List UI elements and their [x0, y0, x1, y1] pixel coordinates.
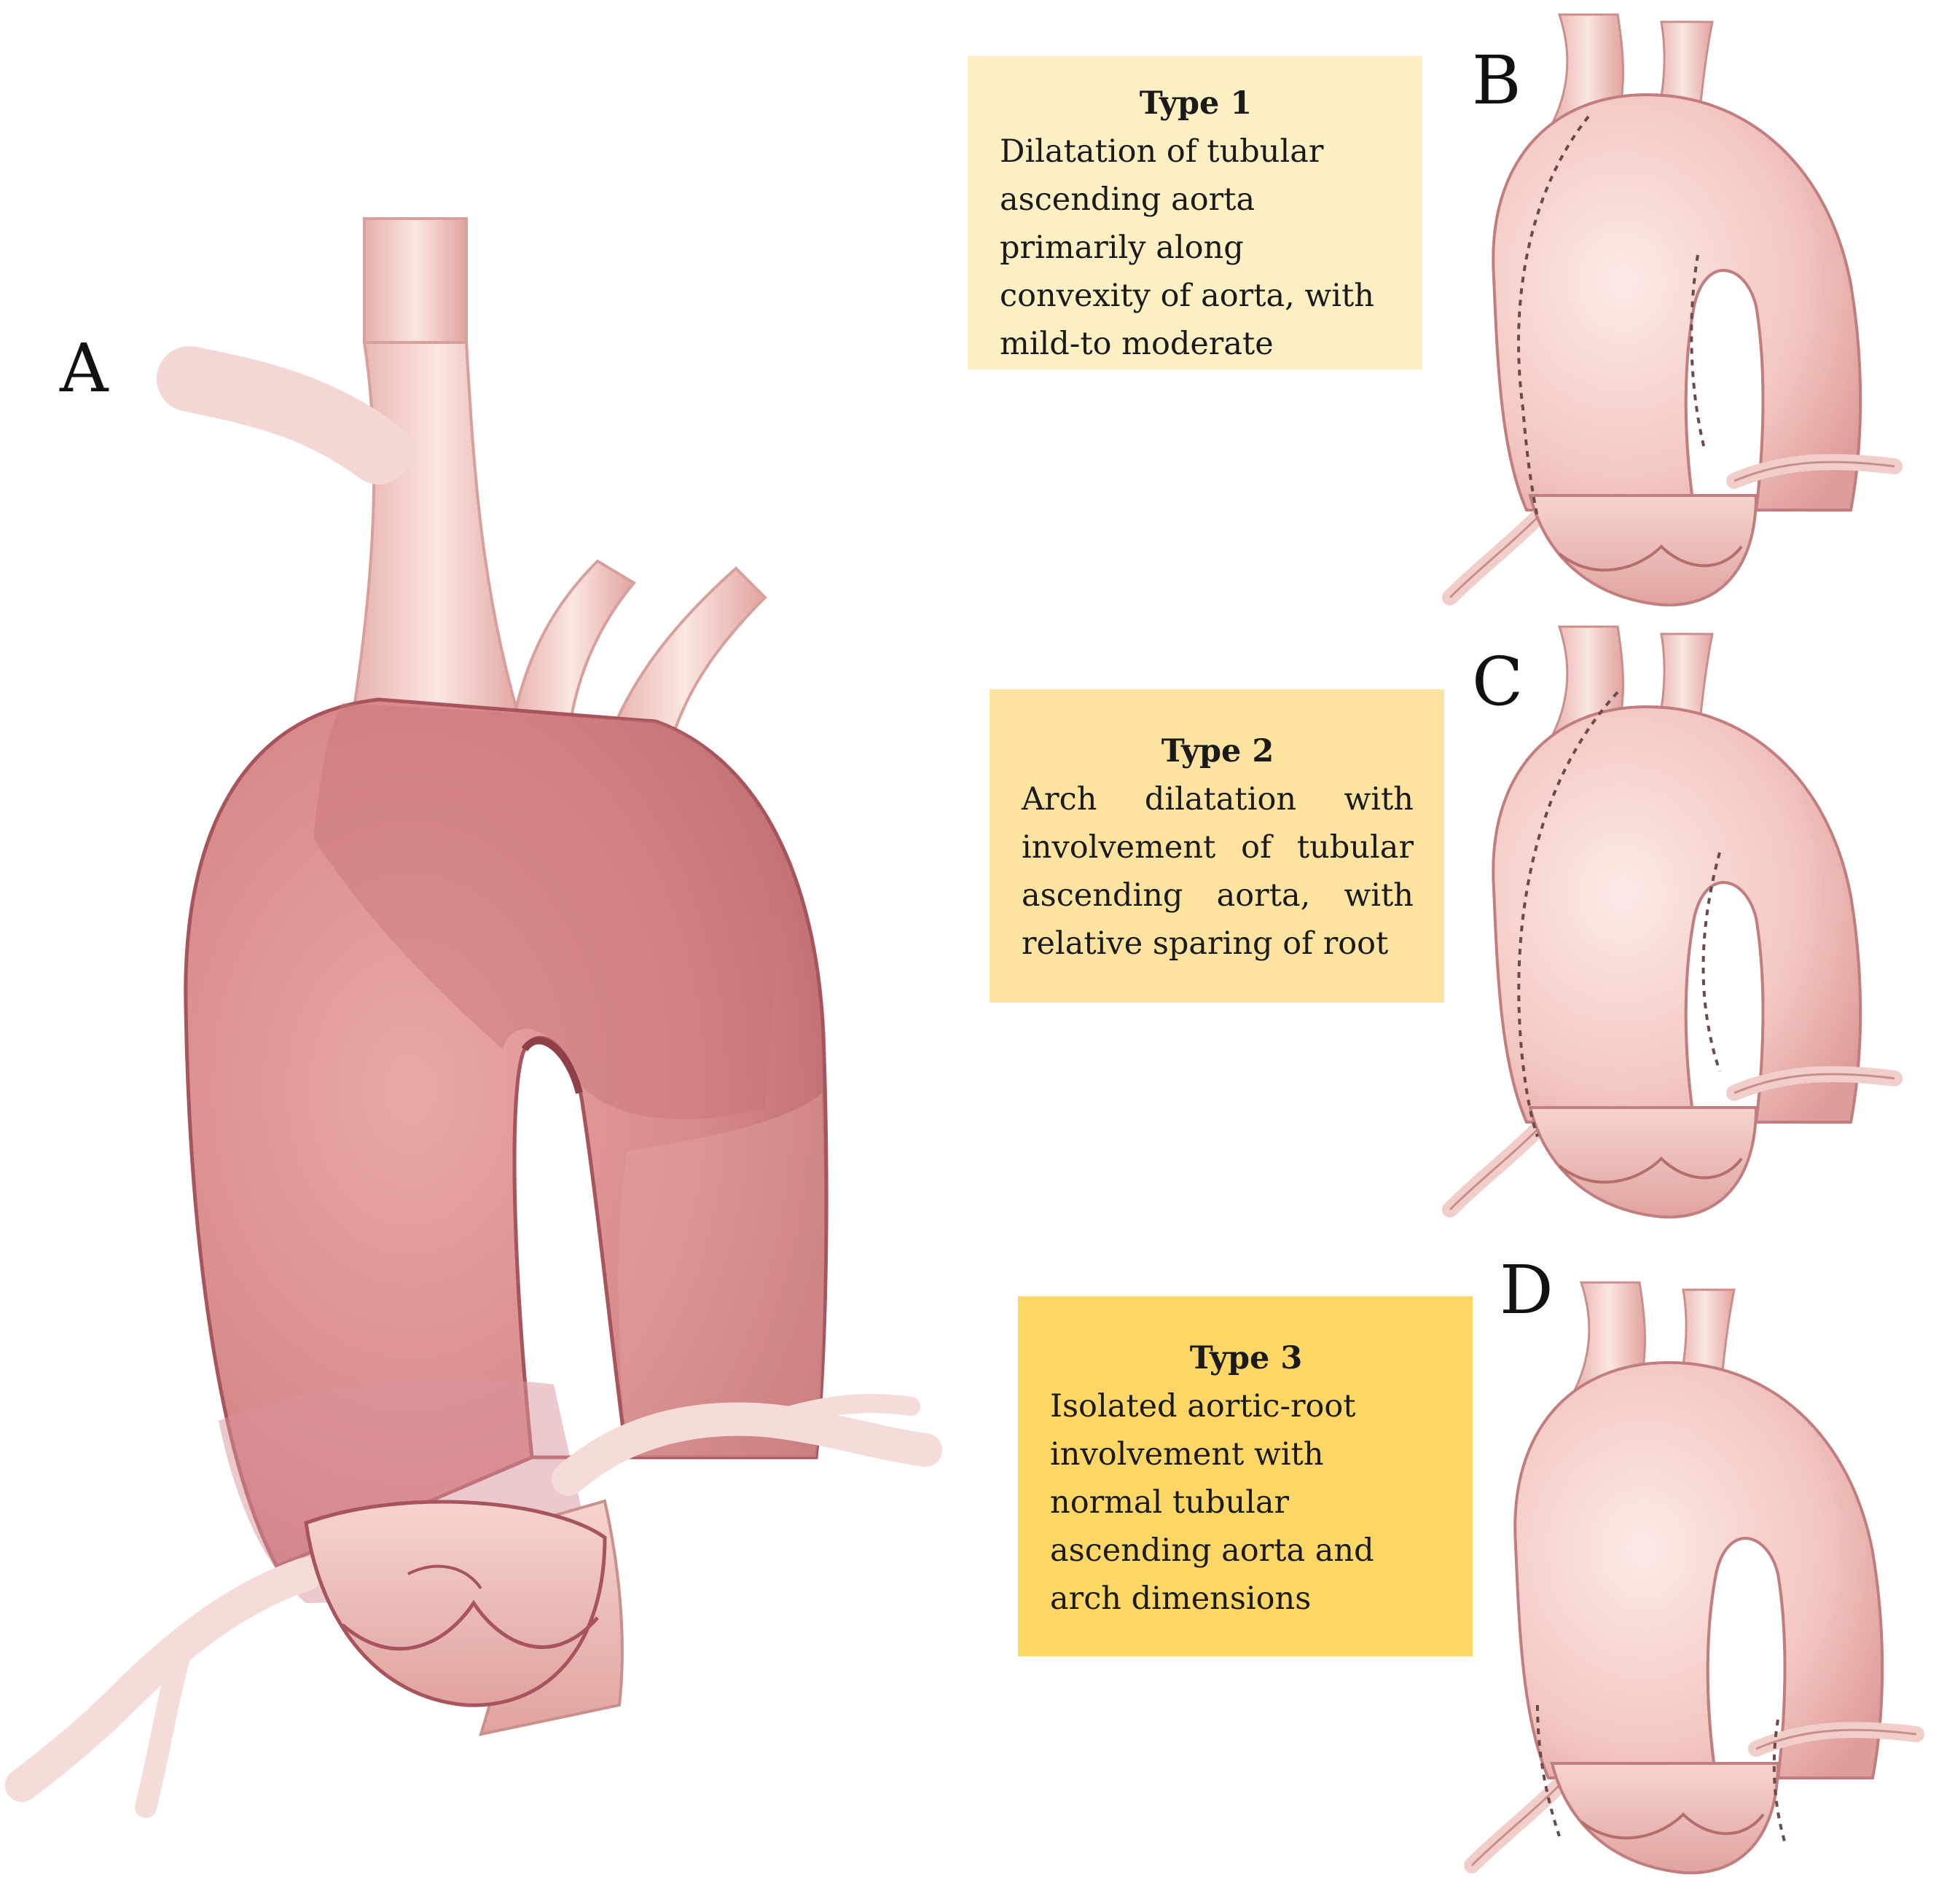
type2-description-box: Type 2 Arch dilatation with involvement …: [990, 689, 1444, 1003]
panel-label-c: C: [1472, 643, 1524, 721]
aorta-type2-illustration: [1450, 627, 1895, 1217]
aorta-large-illustration: [5, 217, 942, 1818]
type3-title: Type 3: [1189, 1340, 1303, 1376]
type3-description: Isolated aortic-root involvement with no…: [1050, 1388, 1374, 1617]
type1-description: Dilatation of tubular ascending aorta pr…: [1000, 133, 1374, 362]
aorta-type3-illustration: [1472, 1282, 1916, 1873]
type2-title: Type 2: [1161, 733, 1274, 769]
aorta-type1-illustration: [1450, 15, 1895, 605]
panel-label-a: A: [60, 329, 109, 407]
panel-label-b: B: [1472, 42, 1521, 120]
panel-label-d: D: [1500, 1251, 1554, 1329]
type3-description-box: Type 3 Isolated aortic-root involvement …: [1018, 1296, 1473, 1656]
type1-title: Type 1: [1139, 85, 1253, 122]
type2-description: Arch dilatation with involvement of tubu…: [1022, 781, 1414, 962]
type1-description-box: Type 1 Dilatation of tubular ascending a…: [968, 56, 1422, 369]
